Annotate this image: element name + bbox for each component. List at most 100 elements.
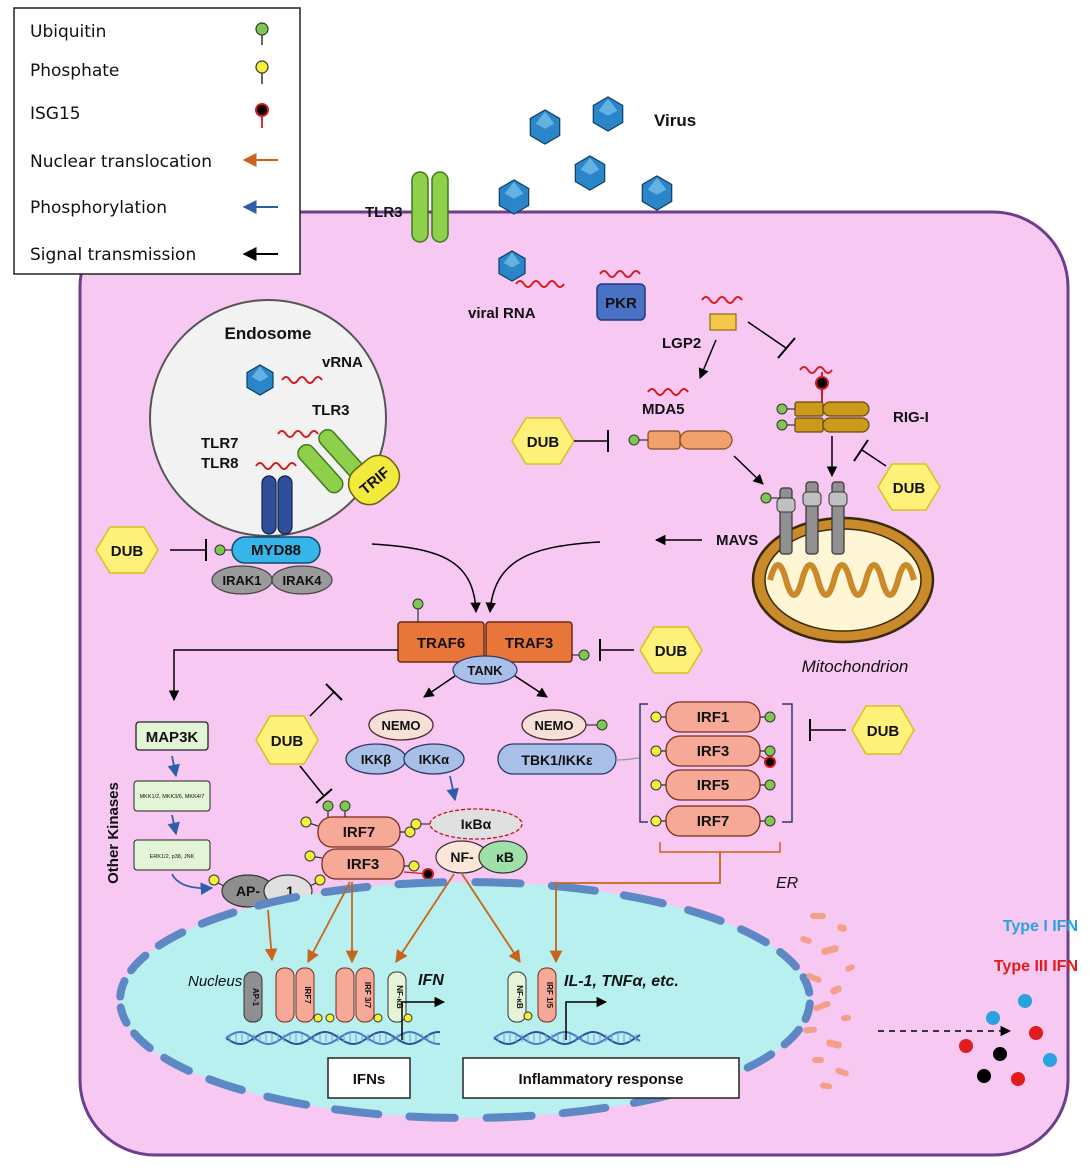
mavs-protein	[760, 481, 848, 555]
phosphate-icon	[373, 1013, 383, 1023]
virus-icon	[529, 109, 561, 145]
svg-text:MYD88: MYD88	[251, 542, 301, 559]
dna-right	[493, 1030, 641, 1046]
lgp2-rna-strand	[701, 296, 743, 304]
phosphate-icon	[650, 711, 662, 723]
virus-icon	[246, 364, 274, 396]
virus-icon	[498, 179, 530, 215]
ifn-molecule	[1043, 1053, 1057, 1067]
legend-box	[13, 7, 301, 275]
inflammatory-transcription-arrow	[565, 996, 608, 1040]
mda5-protein	[628, 430, 733, 450]
ubiquitin-icon	[255, 22, 269, 45]
tank-to-ikk-arrow	[423, 675, 456, 698]
other-kinases-label: Other Kinases	[105, 782, 122, 884]
legend-label-isg15: ISG15	[30, 104, 81, 124]
ubiquitin-icon	[322, 800, 334, 812]
map3k-box: MAP3K	[135, 721, 209, 751]
svg-text:AP-1: AP-1	[251, 988, 260, 1007]
mavs-label: MAVS	[716, 532, 758, 549]
ifn-molecule	[986, 1011, 1000, 1025]
svg-text:ERK1/2, p38, JNK: ERK1/2, p38, JNK	[150, 854, 195, 860]
svg-text:1: 1	[286, 883, 294, 899]
viral-rna-strand	[515, 280, 565, 288]
myd88-to-traf-arrow	[371, 543, 481, 614]
ifn-molecule	[1018, 994, 1032, 1008]
isg15-icon	[255, 103, 269, 128]
svg-text:IRF7: IRF7	[697, 813, 730, 830]
ubiquitin-icon	[764, 779, 776, 791]
phosphate-icon	[404, 826, 416, 838]
mitochondrion-label: Mitochondrion	[802, 657, 909, 676]
rig-i-protein	[776, 401, 870, 433]
virus-particle-inside	[498, 250, 526, 282]
legend-label-phosphate: Phosphate	[30, 61, 119, 81]
type3-ifn-label: Type III IFN	[994, 958, 1078, 975]
tlr3-endosome-label: TLR3	[312, 402, 350, 419]
ifn-molecule	[959, 1039, 973, 1053]
phosphate-icon	[255, 60, 269, 84]
svg-text:IRAK4: IRAK4	[282, 573, 322, 588]
svg-text:IRF7: IRF7	[303, 986, 312, 1004]
vrna-label: vRNA	[322, 354, 363, 371]
nuclear-translocation-arrows	[264, 852, 721, 964]
phosphate-icon	[304, 850, 316, 862]
svg-text:IRF3: IRF3	[697, 743, 730, 760]
isg15-rigi	[815, 376, 829, 390]
svg-text:MAP3K: MAP3K	[146, 729, 199, 746]
tank-protein: TANK	[452, 655, 518, 685]
virus-icon	[498, 250, 526, 282]
svg-text:IRF5: IRF5	[697, 777, 730, 794]
lgp2-box	[709, 313, 737, 331]
nucleus-label: Nucleus	[188, 973, 243, 990]
erk-box: ERK1/2, p38, JNK	[133, 839, 211, 871]
ifn-molecule	[1029, 1026, 1043, 1040]
viral-rna-label: viral RNA	[468, 305, 536, 322]
svg-text:TRAF6: TRAF6	[417, 635, 465, 652]
isg15-icon	[422, 868, 434, 880]
ubiquitin-icon	[339, 800, 351, 812]
svg-text:DUB: DUB	[111, 543, 144, 560]
svg-text:NF-: NF-	[450, 849, 474, 865]
svg-text:NF-κB: NF-κB	[395, 985, 404, 1009]
phosphate-icon	[300, 816, 312, 828]
pkr-rna-strand	[599, 270, 641, 278]
dna-left	[225, 1030, 441, 1046]
svg-text:DUB: DUB	[867, 723, 900, 740]
rig-i-label: RIG-I	[893, 409, 929, 426]
tlr3-membrane-receptor	[411, 171, 449, 243]
nemo-ikk-complex: NEMO IKKβ IKKα	[345, 709, 465, 775]
svg-text:DUB: DUB	[271, 733, 304, 750]
inflammatory-box-label: Inflammatory response	[518, 1071, 683, 1088]
inflammatory-box	[462, 1057, 740, 1099]
ikba-nfkb-complex: IκBα NF- κB	[410, 808, 528, 874]
irak1-protein: IRAK1	[211, 565, 273, 595]
nuclear-transcription-factors: AP-1 IRF7 IRF 3/7 NF-κB NF-κB IRF 1/5	[243, 967, 557, 1023]
dub-mda5: DUB	[511, 417, 609, 465]
dub-myd88: DUB	[95, 526, 207, 574]
svg-text:TBK1/IKKε: TBK1/IKKε	[521, 752, 593, 768]
svg-text:TRAF3: TRAF3	[505, 635, 553, 652]
lgp2-to-mda5-arrow	[698, 339, 717, 379]
traf6-to-map3k-arrow	[168, 649, 398, 702]
svg-text:IRF1: IRF1	[697, 709, 730, 726]
legend: Ubiquitin Phosphate ISG15 Nuclear transl…	[13, 7, 301, 275]
rigi-rna-strand	[799, 366, 833, 374]
phosphate-icon	[408, 860, 420, 872]
myd88-protein: MYD88	[214, 536, 321, 564]
phosphate-icon	[650, 779, 662, 791]
svg-text:AP-: AP-	[236, 883, 260, 899]
irf7-irf3-dimer: IRF7 IRF3	[300, 800, 434, 880]
endosome-label: Endosome	[225, 324, 312, 343]
pkr-label: PKR	[605, 295, 637, 312]
ifn-molecule	[993, 1047, 1007, 1061]
dub-irf7-ikk: DUB	[255, 683, 343, 804]
phosphate-icon	[523, 1011, 533, 1021]
isg15-icon	[764, 756, 776, 768]
ubiquitin-icon	[764, 711, 776, 723]
legend-label-phosphorylation: Phosphorylation	[30, 198, 167, 218]
virus-label: Virus	[654, 111, 696, 130]
type1-ifn-label: Type I IFN	[1003, 918, 1078, 935]
lgp2-inhibit-line	[747, 321, 787, 349]
